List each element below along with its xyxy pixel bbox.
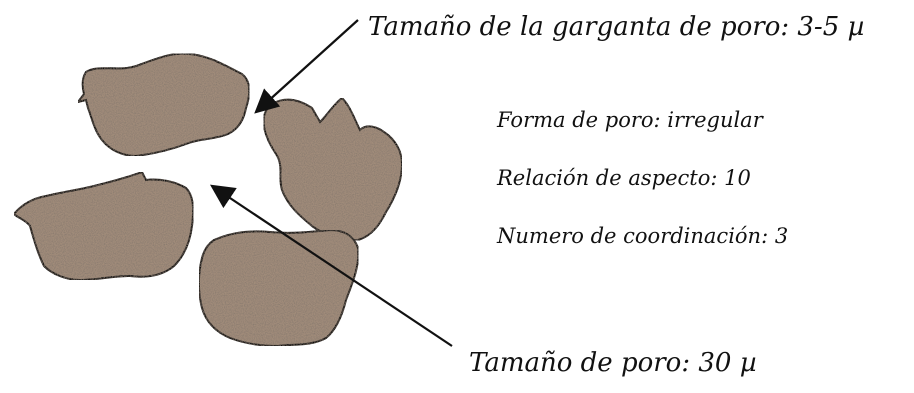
throat-size-label: Tamaño de la garganta de poro: 3-5 µ (368, 12, 865, 42)
grain-top-left (75, 52, 251, 158)
throat-arrow (254, 19, 359, 114)
pore-shape-label: Forma de poro: irregular (497, 108, 763, 132)
grain-bottom-center (198, 228, 360, 348)
grain-bottom-left (12, 170, 195, 282)
coordination-number-label: Numero de coordinación: 3 (497, 224, 789, 248)
pore-arrow (209, 184, 453, 347)
aspect-ratio-label: Relación de aspecto: 10 (497, 166, 751, 190)
grain-right (262, 96, 404, 242)
pore-size-label: Tamaño de poro: 30 µ (469, 348, 757, 378)
